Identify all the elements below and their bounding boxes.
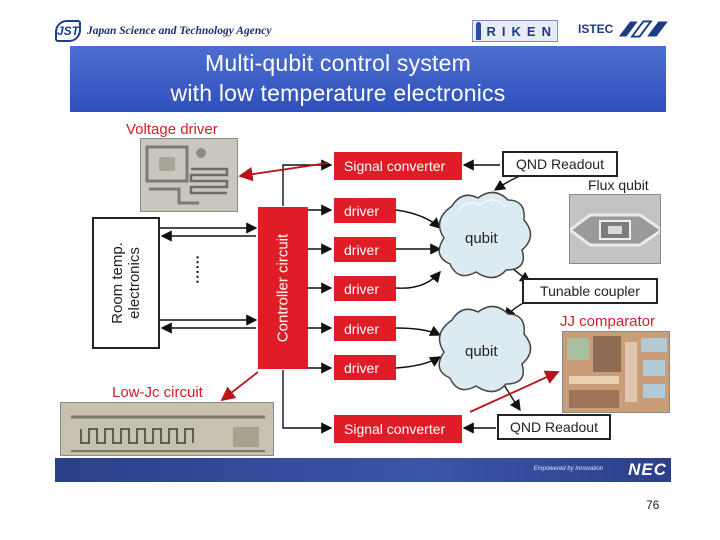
jj-comparator-image xyxy=(563,332,669,412)
jj-comparator-caption: JJ comparator xyxy=(560,313,656,330)
driver-5: driver xyxy=(334,355,396,380)
photo-pointer-arrows xyxy=(220,162,560,413)
riken-name: RIKEN xyxy=(486,23,557,39)
lowjc-circuit-image xyxy=(61,403,273,455)
tunable-coupler: Tunable coupler xyxy=(522,278,658,304)
istec-mark-icon xyxy=(619,20,669,38)
room-temp-label-line: Room temp. electronics xyxy=(109,242,143,324)
footer-band: Empowered by Innovation NEC xyxy=(55,458,671,482)
driver-3: driver xyxy=(334,276,396,301)
flux-qubit-image xyxy=(570,195,660,263)
qubit-top-label: qubit xyxy=(465,230,498,247)
qubit-bottom-label: qubit xyxy=(465,343,498,360)
driver-4: driver xyxy=(334,316,396,341)
lowjc-circuit-photo xyxy=(60,402,274,456)
jj-comparator-photo xyxy=(562,331,670,413)
controller-circuit-label: Controller circuit xyxy=(274,233,292,343)
driver-1: driver xyxy=(334,198,396,223)
voltage-driver-photo xyxy=(140,138,238,212)
riken-mark-icon xyxy=(476,22,481,40)
qubit-cloud-bottom xyxy=(438,305,532,393)
flux-qubit-photo xyxy=(569,194,661,264)
riken-logo: RIKEN xyxy=(472,20,558,42)
istec-name: ISTEC xyxy=(578,22,614,36)
jst-logo: JST Japan Science and Technology Agency xyxy=(55,18,271,44)
lowjc-caption: Low-Jc circuit xyxy=(112,384,203,401)
title-banner: Multi-qubit control system with low temp… xyxy=(70,46,666,112)
istec-logo: ISTEC xyxy=(578,16,670,42)
driver-2: driver xyxy=(334,237,396,262)
signal-converter-bottom: Signal converter xyxy=(334,415,462,443)
voltage-driver-caption: Voltage driver xyxy=(126,121,218,138)
controller-circuit: Controller circuit xyxy=(258,207,308,369)
qnd-readout-top: QND Readout xyxy=(502,151,618,177)
page-number: 76 xyxy=(646,498,660,512)
ellipsis-vertical: ...... xyxy=(187,255,216,284)
driver-qubit-links xyxy=(395,209,442,369)
qubit-cloud-top xyxy=(438,191,532,279)
controller-driver-links xyxy=(308,204,333,374)
room-temp-electronics: Room temp. electronics xyxy=(92,217,160,349)
jst-name: Japan Science and Technology Agency xyxy=(87,25,272,37)
nec-logo: NEC xyxy=(628,460,667,479)
signal-converter-top: Signal converter xyxy=(334,152,462,180)
voltage-driver-image xyxy=(145,145,229,205)
footer-tagline: Empowered by Innovation xyxy=(533,466,603,472)
title-line-1: Multi-qubit control system xyxy=(205,50,471,76)
flux-qubit-caption: Flux qubit xyxy=(588,177,649,193)
title-line-2: with low temperature electronics xyxy=(170,80,506,106)
qnd-readout-bottom: QND Readout xyxy=(497,414,611,440)
ellipsis-text: ...... xyxy=(193,255,210,285)
room-controller-links xyxy=(160,222,258,334)
room-temp-label: Room temp. electronics xyxy=(109,242,143,324)
jst-mark: JST xyxy=(55,20,82,42)
